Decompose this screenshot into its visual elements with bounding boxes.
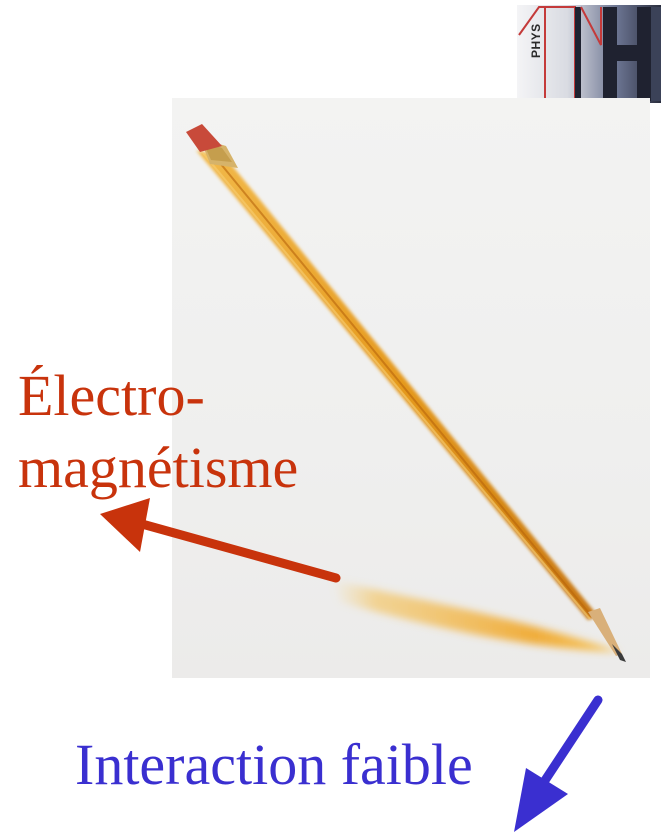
weak-interaction-arrow [514,695,603,832]
electromagnetism-label-line2: magnétisme [18,435,299,500]
pencil-motion-blur [332,580,620,652]
electromagnetism-arrow [100,498,341,583]
electromagnetism-label-line1: Électro- [18,363,205,428]
weak-interaction-label: Interaction faible [75,732,473,797]
institution-logo-icon [517,5,661,103]
pencil [186,124,626,662]
electromagnetism-label: Électro- magnétisme [18,360,298,504]
